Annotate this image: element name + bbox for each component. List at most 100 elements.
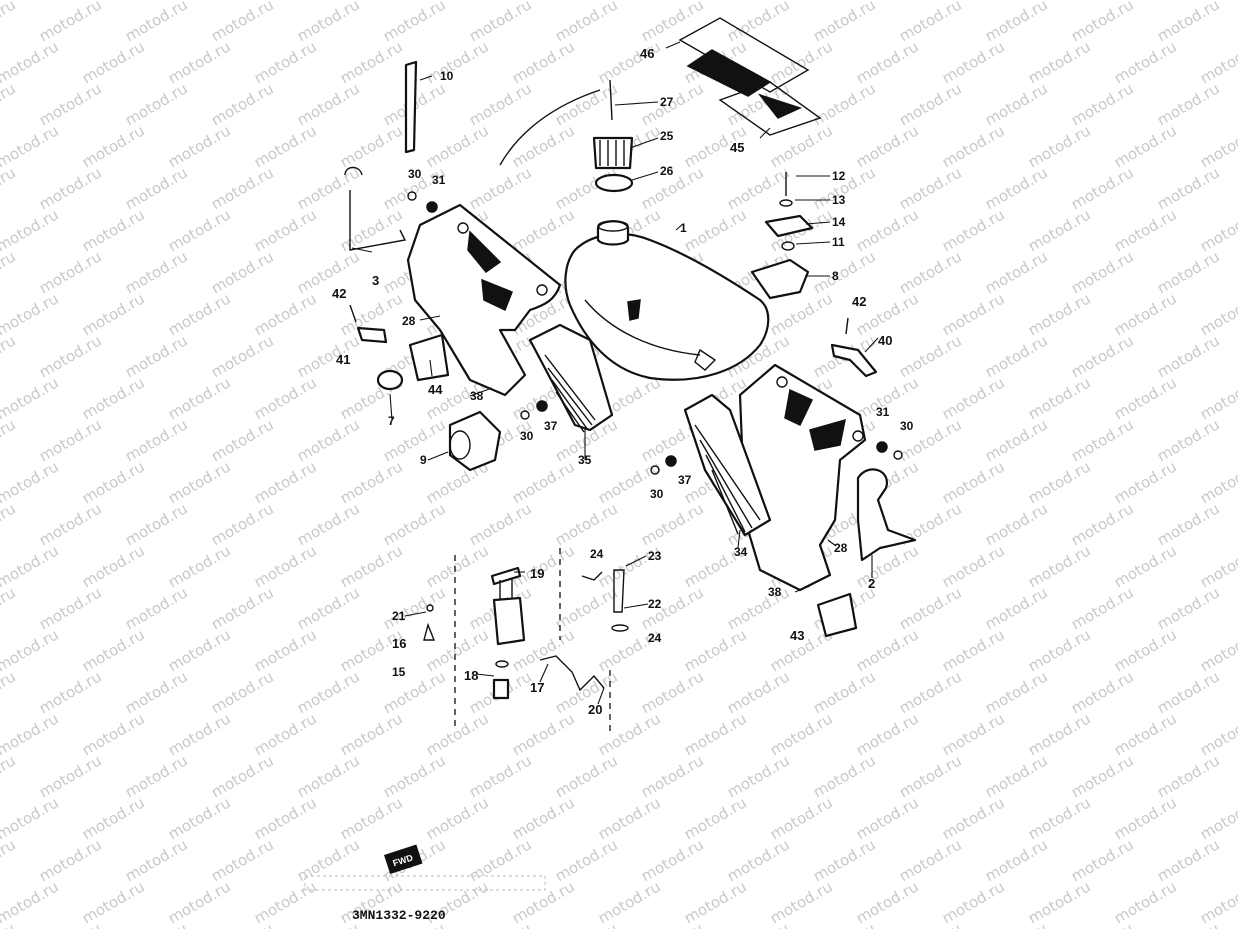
- watermark-text: motod.ru: [165, 793, 234, 843]
- watermark-text: motod.ru: [294, 0, 363, 45]
- watermark-text: motod.ru: [165, 121, 234, 171]
- watermark-text: motod.ru: [552, 583, 621, 633]
- watermark-text: motod.ru: [509, 709, 578, 759]
- watermark-text: motod.ru: [380, 499, 449, 549]
- watermark-text: motod.ru: [939, 457, 1008, 507]
- watermark-text: motod.ru: [251, 373, 320, 423]
- watermark-text: motod.ru: [423, 37, 492, 87]
- watermark-text: motod.ru: [1197, 793, 1238, 843]
- watermark-text: motod.ru: [251, 541, 320, 591]
- watermark-text: motod.ru: [380, 667, 449, 717]
- watermark-text: motod.ru: [0, 331, 19, 381]
- watermark-text: motod.ru: [251, 793, 320, 843]
- watermark-text: motod.ru: [1197, 289, 1238, 339]
- watermark-text: motod.ru: [165, 205, 234, 255]
- watermark-text: motod.ru: [294, 751, 363, 801]
- watermark-text: motod.ru: [380, 0, 449, 45]
- right-side-cover: [738, 363, 867, 592]
- watermark-text: motod.ru: [466, 0, 535, 45]
- fuel-cock-group: [423, 548, 629, 735]
- watermark-text: motod.ru: [767, 709, 836, 759]
- watermark-text: motod.ru: [122, 0, 191, 45]
- watermark-text: motod.ru: [165, 541, 234, 591]
- part-number-15: 15: [392, 665, 406, 679]
- watermark-text: motod.ru: [1197, 121, 1238, 171]
- watermark-text: motod.ru: [0, 667, 19, 717]
- watermark-text: motod.ru: [337, 793, 406, 843]
- watermark-text: motod.ru: [165, 625, 234, 675]
- watermark-text: motod.ru: [294, 667, 363, 717]
- watermark-text: motod.ru: [1154, 247, 1223, 297]
- part-number-45: 45: [730, 140, 744, 155]
- watermark-text: motod.ru: [423, 709, 492, 759]
- part-number-37-left: 37: [544, 419, 558, 433]
- watermark-text: motod.ru: [1111, 205, 1180, 255]
- watermark-text: motod.ru: [294, 415, 363, 465]
- watermark-text: motod.ru: [1068, 0, 1137, 45]
- watermark-text: motod.ru: [251, 877, 320, 927]
- watermark-text: motod.ru: [939, 541, 1008, 591]
- watermark-text: motod.ru: [853, 793, 922, 843]
- watermark-text: motod.ru: [122, 79, 191, 129]
- watermark-text: motod.ru: [1111, 37, 1180, 87]
- watermark-text: motod.ru: [982, 499, 1051, 549]
- watermark-text: motod.ru: [1068, 163, 1137, 213]
- watermark-text: motod.ru: [208, 0, 277, 45]
- part-number-3: 3: [372, 273, 379, 288]
- watermark-text: motod.ru: [853, 37, 922, 87]
- part-number-42-right: 42: [852, 294, 866, 309]
- watermark-text: motod.ru: [509, 877, 578, 927]
- watermark-text: motod.ru: [853, 625, 922, 675]
- watermark-text: motod.ru: [767, 37, 836, 87]
- watermark-text: motod.ru: [509, 457, 578, 507]
- watermark-text: motod.ru: [1111, 121, 1180, 171]
- watermark-text: motod.ru: [939, 37, 1008, 87]
- watermark-text: motod.ru: [251, 289, 320, 339]
- watermark-text: motod.ru: [337, 205, 406, 255]
- watermark-text: motod.ru: [552, 499, 621, 549]
- watermark-text: motod.ru: [208, 835, 277, 885]
- watermark-text: motod.ru: [251, 205, 320, 255]
- watermark-text: motod.ru: [638, 499, 707, 549]
- watermark-text: motod.ru: [466, 499, 535, 549]
- watermark-text: motod.ru: [36, 163, 105, 213]
- part-number-24-top: 24: [590, 547, 604, 561]
- watermark-text: motod.ru: [1154, 667, 1223, 717]
- watermark-text: motod.ru: [810, 79, 879, 129]
- watermark-text: motod.ru: [939, 373, 1008, 423]
- watermark-text: motod.ru: [36, 751, 105, 801]
- watermark-text: motod.ru: [1197, 205, 1238, 255]
- watermark-text: motod.ru: [423, 625, 492, 675]
- fuel-tank: [564, 220, 770, 381]
- watermark-text: motod.ru: [294, 331, 363, 381]
- part-number-1: 1: [680, 221, 687, 235]
- watermark-text: motod.ru: [1068, 331, 1137, 381]
- part-number-30-right: 30: [900, 419, 914, 433]
- watermark-text: motod.ru: [1025, 793, 1094, 843]
- watermark-text: motod.ru: [810, 0, 879, 45]
- part-number-38-right: 38: [768, 585, 782, 599]
- watermark-text: motod.ru: [810, 667, 879, 717]
- watermark-text: motod.ru: [337, 541, 406, 591]
- watermark-text: motod.ru: [1068, 415, 1137, 465]
- part-number-10: 10: [440, 69, 454, 83]
- part-number-23: 23: [648, 549, 662, 563]
- watermark-text: motod.ru: [0, 163, 19, 213]
- watermark-text: motod.ru: [1154, 415, 1223, 465]
- leader-lines: [351, 41, 879, 705]
- watermark-text: motod.ru: [1025, 541, 1094, 591]
- watermark-text: motod.ru: [638, 667, 707, 717]
- watermark-text: motod.ru: [337, 457, 406, 507]
- watermark-text: motod.ru: [1111, 373, 1180, 423]
- watermark-text: motod.ru: [681, 793, 750, 843]
- watermark-text: motod.ru: [79, 205, 148, 255]
- watermark-text: motod.ru: [251, 37, 320, 87]
- watermark-text: motod.ru: [1025, 625, 1094, 675]
- watermark-text: motod.ru: [36, 835, 105, 885]
- watermark-text: motod.ru: [1197, 709, 1238, 759]
- watermark-text: motod.ru: [1068, 79, 1137, 129]
- watermark-text: motod.ru: [509, 37, 578, 87]
- watermark-text: motod.ru: [208, 79, 277, 129]
- watermark-text: motod.ru: [0, 499, 19, 549]
- watermark-text: motod.ru: [939, 793, 1008, 843]
